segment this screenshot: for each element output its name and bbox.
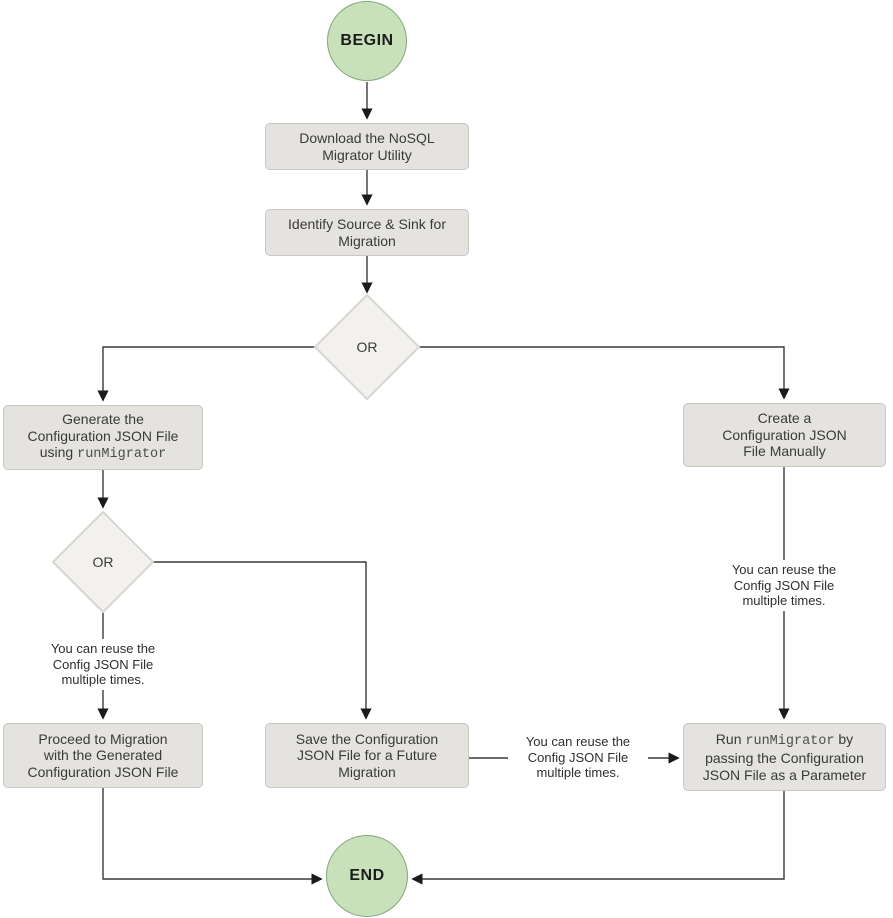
download-label: Download the NoSQL Migrator Utility xyxy=(299,130,435,163)
download-node: Download the NoSQL Migrator Utility xyxy=(265,123,469,170)
save-node: Save the Configuration JSON File for a F… xyxy=(265,723,469,788)
reuse-note-left: You can reuse the Config JSON File multi… xyxy=(33,639,173,690)
run-node: Run runMigrator by passing the Configura… xyxy=(683,723,886,791)
edge-run-end xyxy=(411,791,785,885)
create-node: Create a Configuration JSON File Manuall… xyxy=(683,403,886,467)
reuse-note-middle: You can reuse the Config JSON File multi… xyxy=(508,732,648,783)
edge-or2-save xyxy=(153,561,372,720)
begin-label: BEGIN xyxy=(340,32,394,49)
save-label: Save the Configuration JSON File for a F… xyxy=(295,730,439,780)
or1-label: OR xyxy=(356,339,378,355)
run-label: Run runMigrator by passing the Configura… xyxy=(702,730,867,783)
or1-diamond xyxy=(314,294,420,400)
begin-node: BEGIN xyxy=(327,1,407,81)
create-label: Create a Configuration JSON File Manuall… xyxy=(722,410,847,460)
generate-label: Generate the Configuration JSON File usi… xyxy=(27,411,179,463)
edge-or1-generate xyxy=(97,346,315,402)
or2-label: OR xyxy=(92,554,114,570)
end-node: END xyxy=(326,835,408,917)
run-migrator-code: runMigrator xyxy=(77,447,167,463)
proceed-node: Proceed to Migration with the Generated … xyxy=(3,723,203,788)
identify-node: Identify Source & Sink for Migration xyxy=(265,209,469,256)
run-migrator-code: runMigrator xyxy=(745,733,835,749)
or2-diamond xyxy=(52,511,154,613)
edge-or1-create xyxy=(419,346,790,400)
end-label: END xyxy=(349,867,385,884)
edge-proceed-end xyxy=(102,788,323,885)
generate-node: Generate the Configuration JSON File usi… xyxy=(3,405,203,470)
identify-label: Identify Source & Sink for Migration xyxy=(288,216,446,249)
reuse-note-right: You can reuse the Config JSON File multi… xyxy=(714,560,854,611)
proceed-label: Proceed to Migration with the Generated … xyxy=(27,730,179,780)
